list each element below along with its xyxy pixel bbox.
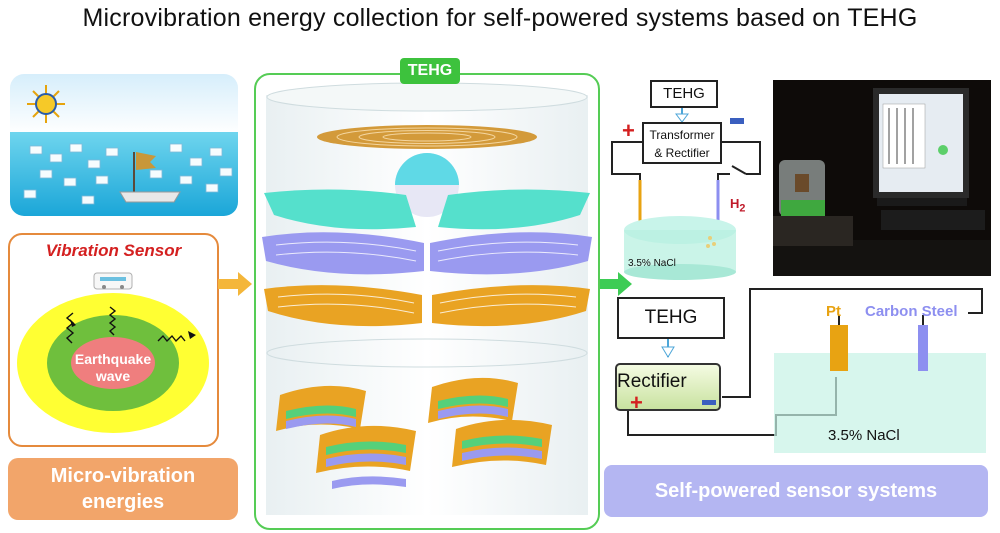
page-title: Microvibration energy collection for sel… xyxy=(82,4,918,32)
micro-vibration-energies-box: Micro-vibration energies xyxy=(8,458,238,520)
sensor-device-icon xyxy=(93,272,133,290)
nacl-label-top: 3.5% NaCl xyxy=(628,258,676,269)
vibration-sensor-panel: Vibration Sensor Earthquake wave xyxy=(8,233,219,447)
carbon-steel-label: Carbon Steel xyxy=(865,303,958,320)
nacl-label-bottom: 3.5% NaCl xyxy=(828,427,900,444)
plus-sign-top: + xyxy=(622,118,635,143)
experiment-photo xyxy=(773,80,991,276)
top-circuit-wires xyxy=(611,104,761,280)
layered-foil-stack-1 xyxy=(276,385,366,431)
transformer-rectifier-box: Transformer & Rectifier xyxy=(642,122,722,164)
layered-foil-stack-2 xyxy=(316,425,416,489)
boat-icon xyxy=(119,152,181,203)
tehg-label-box-top: TEHG xyxy=(650,80,718,108)
self-powered-sensor-systems-box: Self-powered sensor systems xyxy=(604,465,988,517)
tehg-badge: TEHG xyxy=(400,58,460,84)
sun-icon xyxy=(27,85,65,123)
pt-electrode-label: Pt xyxy=(826,303,841,320)
plus-sign-bottom: + xyxy=(630,390,643,415)
earthquake-wave-label: Earthquake wave xyxy=(74,351,152,384)
arrow-right-icon-green xyxy=(598,272,632,296)
tehg-device-panel xyxy=(254,73,600,530)
layered-foil-stack-4 xyxy=(452,419,552,467)
minus-terminal-top xyxy=(730,118,744,124)
ocean-scene xyxy=(10,74,238,216)
minus-terminal-bottom xyxy=(702,400,716,405)
arrow-right-icon xyxy=(218,272,252,296)
h2-label: H2 xyxy=(730,196,746,215)
bottom-circuit-wires xyxy=(627,288,986,453)
rectifier-box: Rectifier xyxy=(615,363,721,411)
tehg-label-box-bottom: TEHG xyxy=(617,297,725,339)
vibration-sensor-title: Vibration Sensor xyxy=(45,241,182,260)
layered-foil-stack-3 xyxy=(428,377,518,423)
